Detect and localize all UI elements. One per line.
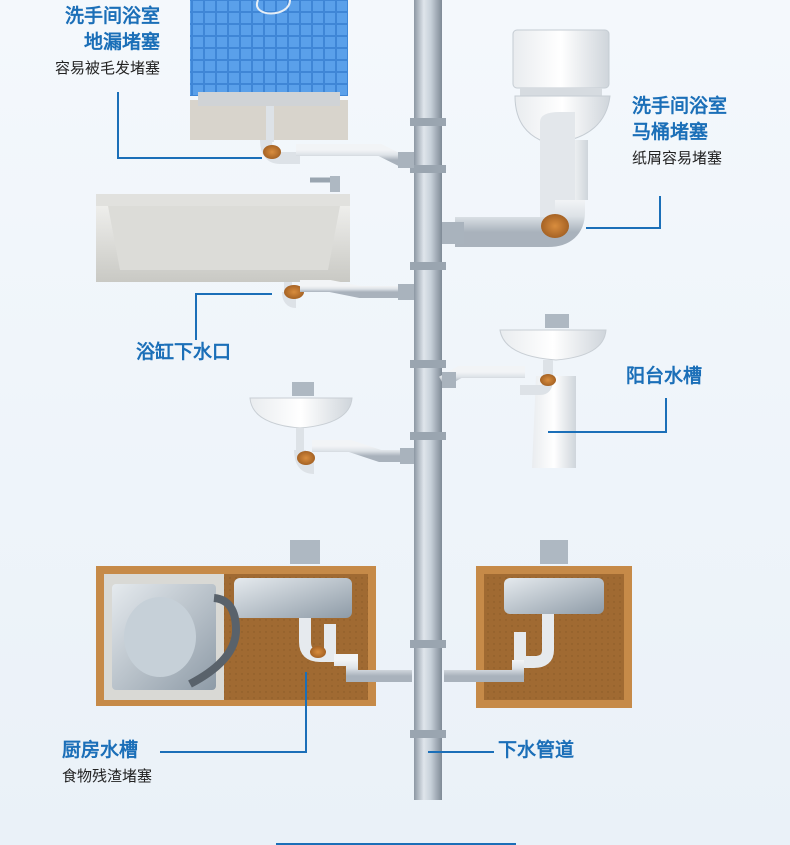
toilet-illustration	[442, 29, 611, 247]
floor-drain-illustration	[190, 0, 414, 168]
kitchen-cabinet-illustration	[96, 540, 412, 706]
kitchen-sink-title: 厨房水槽	[62, 739, 139, 761]
washbasin-illustration	[249, 382, 414, 474]
kitchen-sink-clog	[310, 646, 326, 658]
kitchen-sink-subtitle: 食物残渣堵塞	[62, 766, 153, 785]
bathtub-clog	[284, 285, 304, 299]
main-pipe-label: 下水管道	[498, 739, 575, 762]
bathtub-title: 浴缸下水口	[136, 341, 232, 363]
toilet-title-2: 马桶堵塞	[632, 120, 709, 143]
floor-drain-clog	[263, 145, 281, 159]
balcony-sink-clog	[540, 374, 556, 386]
second-sink-cabinet-illustration	[444, 540, 632, 708]
balcony-callout	[548, 398, 667, 433]
balcony-sink-illustration	[439, 314, 607, 468]
bathtub-callout	[195, 293, 272, 340]
floor-drain-label: 洗手间浴室 地漏堵塞 容易被毛发堵塞	[0, 5, 160, 77]
floor-drain-title-2: 地漏堵塞	[83, 30, 160, 53]
kitchen-callout	[160, 672, 307, 753]
callout-lines	[117, 92, 667, 753]
balcony-sink-label: 阳台水槽	[626, 365, 703, 388]
bathtub-illustration	[96, 176, 414, 308]
bathtub-label: 浴缸下水口	[136, 341, 232, 364]
toilet-label: 洗手间浴室 马桶堵塞 纸屑容易堵塞	[632, 95, 728, 167]
toilet-subtitle: 纸屑容易堵塞	[632, 148, 723, 167]
balcony-sink-title: 阳台水槽	[626, 365, 703, 387]
main-pipe-title: 下水管道	[498, 739, 575, 761]
toilet-callout	[586, 196, 661, 229]
floor-drain-callout	[117, 92, 262, 159]
kitchen-sink-label: 厨房水槽 食物残渣堵塞	[62, 739, 153, 785]
main-drain-pipe	[410, 0, 446, 800]
floor-drain-title-1: 洗手间浴室	[64, 5, 160, 27]
washbasin-clog	[297, 451, 315, 465]
toilet-title-1: 洗手间浴室	[632, 95, 728, 117]
toilet-clog	[541, 214, 569, 238]
floor-drain-subtitle: 容易被毛发堵塞	[54, 58, 160, 77]
